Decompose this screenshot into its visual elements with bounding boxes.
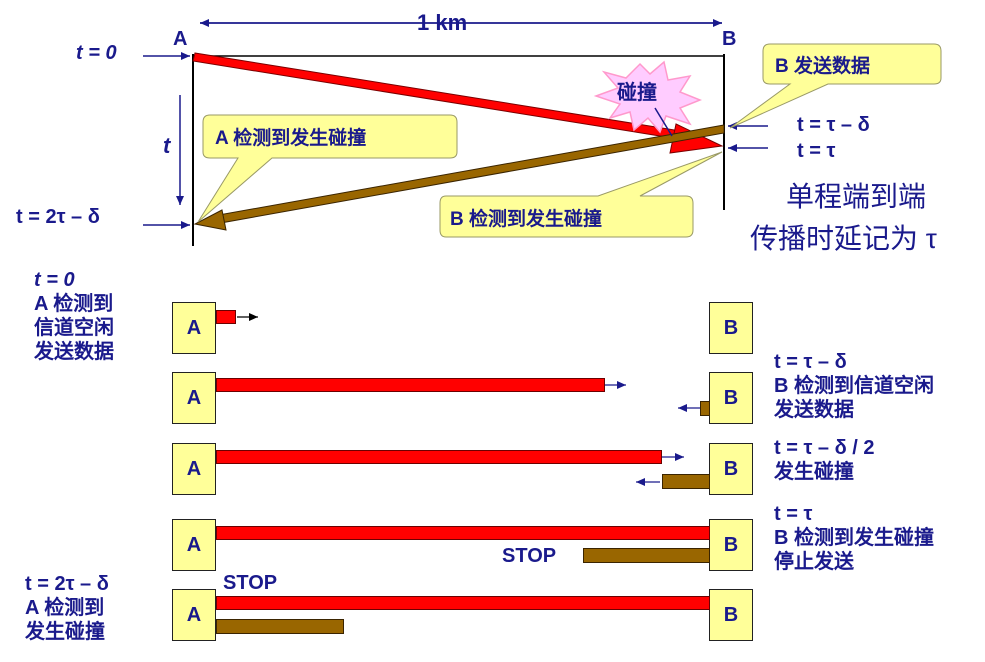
collision-burst-shape (593, 60, 703, 134)
callout-b-detect-shape (439, 151, 723, 238)
row2-right-line3: 发送数据 (774, 399, 854, 421)
top-node-b-label: B (722, 28, 737, 50)
propagation-note-line2: 传播时延记为 τ (750, 223, 937, 254)
burst-pointer (654, 107, 673, 137)
row3-brown-signal (662, 474, 710, 489)
t0-label: t = 0 (76, 42, 117, 64)
row2-brown-signal (700, 401, 710, 416)
t-tau-label: t = τ (797, 140, 836, 162)
row3-right-time: t = τ – δ / 2 (774, 437, 875, 459)
row3-red-signal (216, 450, 662, 464)
t-2tau-delta-label: t = 2τ – δ (16, 206, 100, 228)
row5-left-line2: A 检测到 (25, 597, 105, 619)
callout-a-detect-text: A 检测到发生碰撞 (215, 128, 367, 149)
row2-right-text: t = τ – δ B 检测到信道空闲 发送数据 (774, 350, 934, 422)
row5-left-text: t = 2τ – δ A 检测到 发生碰撞 (25, 572, 109, 644)
row4-stop-label: STOP (502, 545, 557, 567)
row2-right-time: t = τ – δ (774, 351, 847, 373)
row1-node-a: A (172, 302, 216, 354)
collision-burst-label: 碰撞 (617, 82, 657, 104)
t-axis-label: t (163, 133, 171, 158)
row3-right-text: t = τ – δ / 2 发生碰撞 (774, 436, 875, 484)
row1-left-time: t = 0 (34, 269, 75, 291)
row4-red-signal (216, 526, 710, 540)
row2-red-signal (216, 378, 605, 392)
callout-b-send-text: B 发送数据 (775, 56, 871, 77)
row3-node-a: A (172, 443, 216, 495)
row5-node-a: A (172, 589, 216, 641)
top-node-a-label: A (173, 28, 188, 50)
row1-left-line2: A 检测到 (34, 293, 114, 315)
row1-left-line3: 信道空闲 (34, 317, 114, 339)
row2-node-a: A (172, 372, 216, 424)
row1-left-line4: 发送数据 (34, 341, 114, 363)
row2-right-line2: B 检测到信道空闲 (774, 375, 934, 397)
t-tau-delta-label: t = τ – δ (797, 114, 870, 136)
row5-red-signal (216, 596, 710, 610)
row3-right-line2: 发生碰撞 (774, 461, 854, 483)
callout-a-detect-shape (197, 114, 458, 223)
row1-node-b: B (709, 302, 753, 354)
row5-stop-label: STOP (223, 572, 278, 594)
row2-node-b: B (709, 372, 753, 424)
row5-brown-signal (216, 619, 344, 634)
row4-right-text: t = τ B 检测到发生碰撞 停止发送 (774, 502, 934, 574)
row4-node-b: B (709, 519, 753, 571)
row4-brown-signal (583, 548, 710, 563)
row1-red-signal (216, 310, 236, 324)
callout-b-detect-text: B 检测到发生碰撞 (450, 209, 603, 230)
row4-right-line3: 停止发送 (774, 551, 854, 573)
distance-label: 1 km (417, 10, 468, 35)
row5-left-time: t = 2τ – δ (25, 573, 109, 595)
callout-b-send-shape (729, 43, 942, 129)
row5-left-line3: 发生碰撞 (25, 621, 105, 643)
row3-node-b: B (709, 443, 753, 495)
row5-node-b: B (709, 589, 753, 641)
propagation-note-line1: 单程端到端 (786, 181, 927, 212)
row4-node-a: A (172, 519, 216, 571)
row1-left-text: t = 0 A 检测到 信道空闲 发送数据 (34, 268, 114, 364)
row4-right-time: t = τ (774, 503, 813, 525)
signal-b-arrowhead (193, 209, 227, 231)
row4-right-line2: B 检测到发生碰撞 (774, 527, 934, 549)
